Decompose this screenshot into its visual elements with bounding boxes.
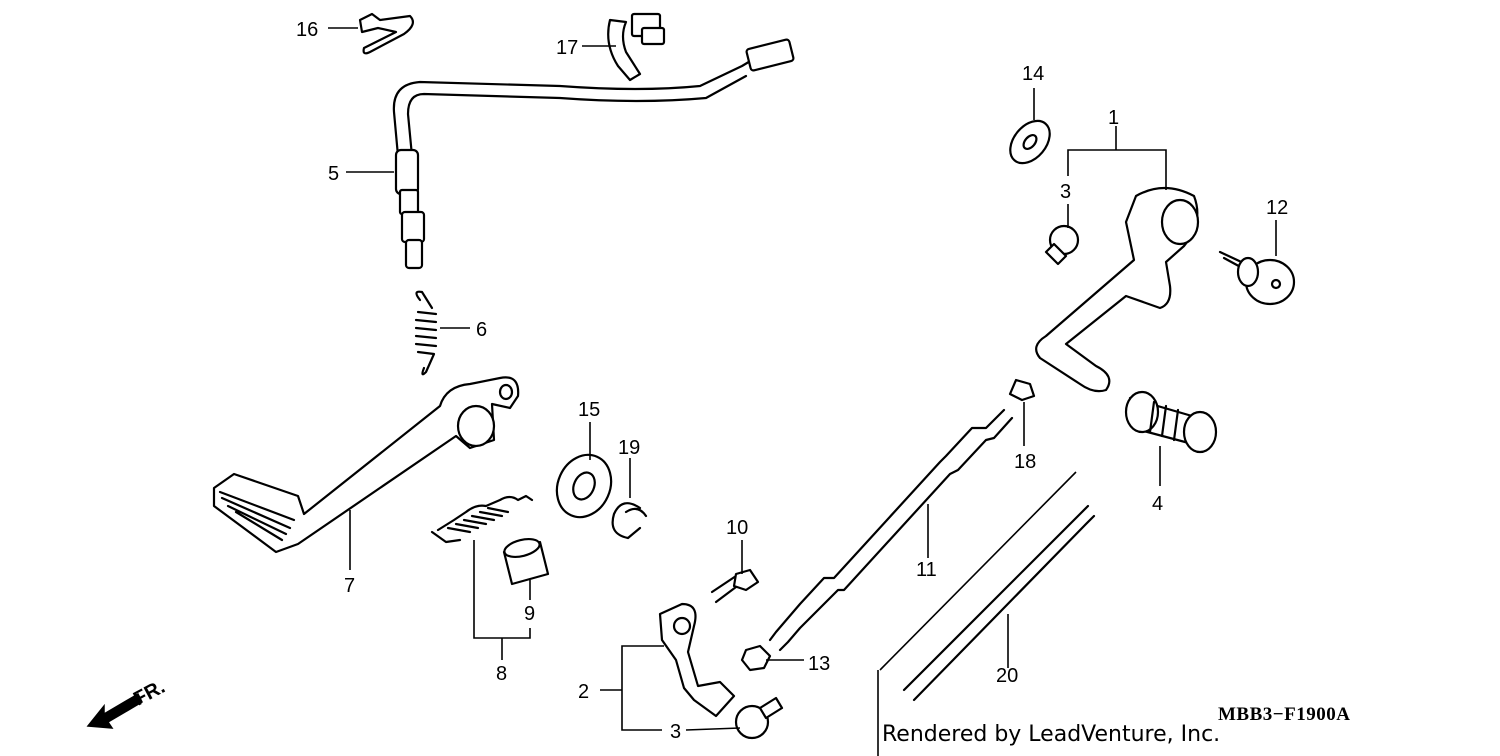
callout-19: 19 bbox=[618, 437, 640, 459]
callout-5: 5 bbox=[328, 163, 339, 185]
part-7-brake-pedal[interactable] bbox=[212, 376, 520, 554]
part-11-tie-rod[interactable] bbox=[768, 408, 1014, 652]
callout-20: 20 bbox=[996, 665, 1018, 687]
drawing-code: MBB3−F1900A bbox=[1218, 704, 1351, 725]
callout-8: 8 bbox=[496, 663, 507, 685]
part-6-return-spring[interactable] bbox=[414, 290, 438, 376]
callout-10: 10 bbox=[726, 517, 748, 539]
part-12-pivot-bolt[interactable] bbox=[1218, 250, 1296, 306]
arrow-icon bbox=[86, 692, 143, 729]
part-10-bolt[interactable] bbox=[710, 568, 760, 604]
front-direction-arrow: FR. bbox=[86, 676, 169, 729]
callout-3b: 3 bbox=[670, 721, 681, 743]
callout-17: 17 bbox=[556, 37, 578, 59]
part-5-stop-switch[interactable] bbox=[392, 38, 795, 270]
callout-1: 1 bbox=[1108, 107, 1119, 129]
callout-2: 2 bbox=[578, 681, 589, 703]
callout-6: 6 bbox=[476, 319, 487, 341]
callout-15: 15 bbox=[578, 399, 600, 421]
part-3-upper-rod-end[interactable] bbox=[1044, 224, 1080, 266]
callout-18: 18 bbox=[1014, 451, 1036, 473]
callout-3a: 3 bbox=[1060, 181, 1071, 203]
part-19-circlip[interactable] bbox=[611, 502, 648, 540]
part-1-change-pedal[interactable] bbox=[1035, 186, 1200, 393]
callout-7: 7 bbox=[344, 575, 355, 597]
part-14-washer[interactable] bbox=[1002, 113, 1057, 170]
part-17-band-clip[interactable] bbox=[607, 12, 666, 82]
part-3-lower-rod-end[interactable] bbox=[734, 696, 784, 740]
part-4-pedal-rubber[interactable] bbox=[1124, 390, 1218, 454]
leader-lines bbox=[328, 27, 1277, 731]
part-2-shift-arm[interactable] bbox=[658, 602, 736, 718]
part-15-washer[interactable] bbox=[547, 446, 621, 526]
callout-9: 9 bbox=[524, 603, 535, 625]
callout-12: 12 bbox=[1266, 197, 1288, 219]
part-8-spring[interactable] bbox=[430, 494, 534, 544]
part-9-collar[interactable] bbox=[502, 536, 550, 586]
render-credit: Rendered by LeadVenture, Inc. bbox=[882, 722, 1221, 747]
callout-numbers: 1 2 3 3 4 5 6 7 8 9 10 11 12 13 14 15 16… bbox=[296, 19, 1288, 743]
callout-13: 13 bbox=[808, 653, 830, 675]
part-16-cable-clamp[interactable] bbox=[358, 12, 414, 55]
reference-line bbox=[879, 471, 1077, 671]
part-13-nut[interactable] bbox=[740, 644, 772, 672]
callout-16: 16 bbox=[296, 19, 318, 41]
callout-4: 4 bbox=[1152, 493, 1163, 515]
callout-14: 14 bbox=[1022, 63, 1044, 85]
callout-11: 11 bbox=[916, 559, 937, 581]
part-20-tie-rod-stud[interactable] bbox=[902, 504, 1096, 702]
part-18-nut[interactable] bbox=[1008, 378, 1036, 402]
